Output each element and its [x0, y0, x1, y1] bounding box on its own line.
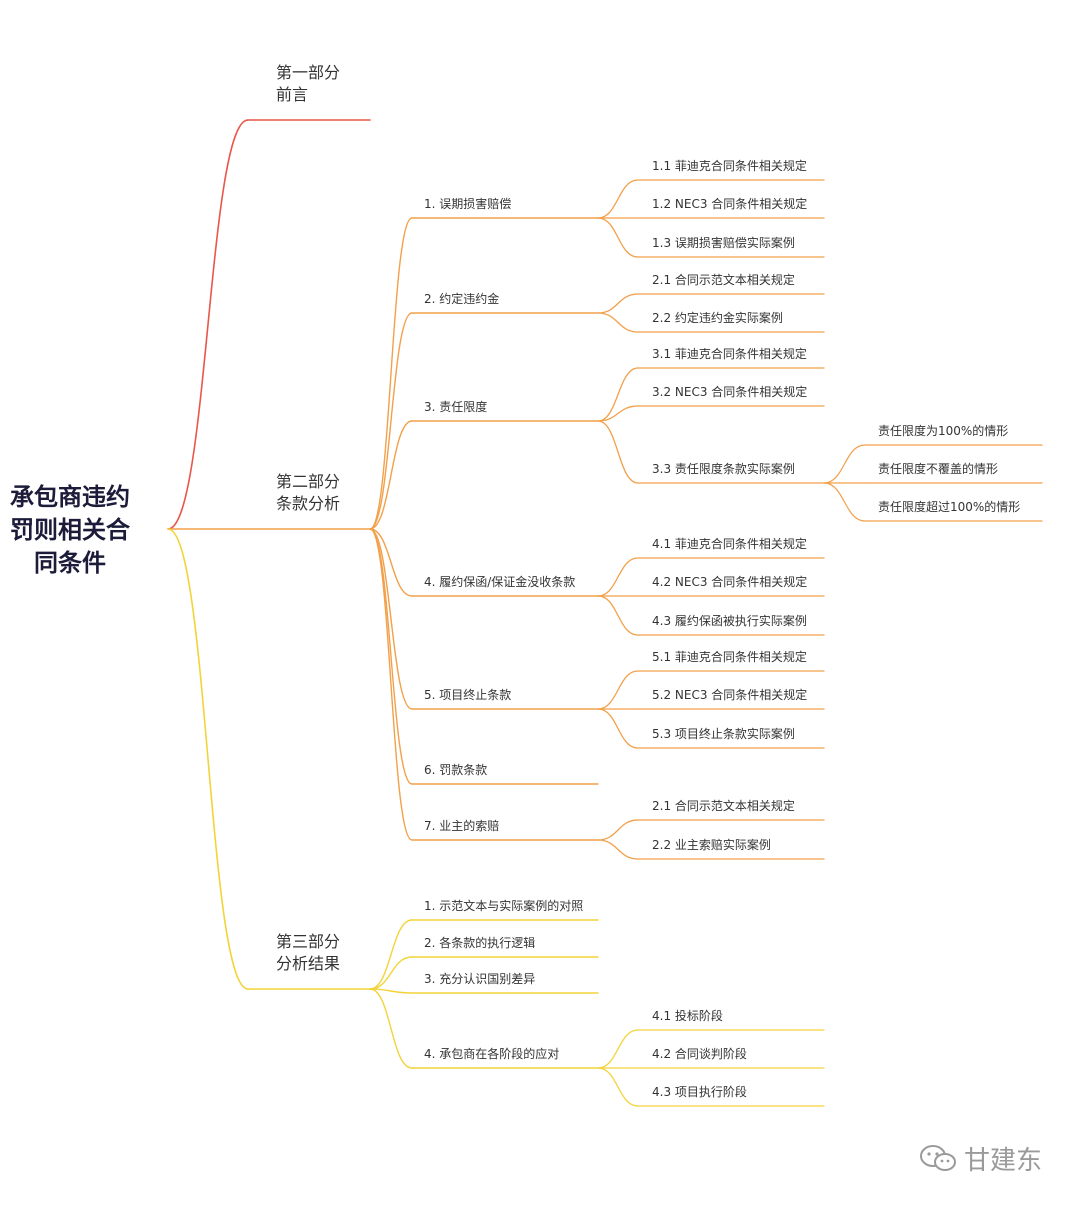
node-label: 2.2 业主索赔实际案例	[652, 837, 771, 852]
branch-connector	[369, 217, 413, 530]
node-label: 2.1 合同示范文本相关规定	[652, 798, 795, 813]
branch-connector	[369, 528, 413, 785]
node-label: 3.1 菲迪克合同条件相关规定	[652, 346, 807, 361]
branch-connector	[597, 367, 639, 422]
branch-connector	[167, 528, 249, 990]
branch-connector	[823, 444, 866, 484]
node-label: 1.3 误期损害赔偿实际案例	[652, 235, 795, 250]
node-label: 6. 罚款条款	[424, 763, 487, 777]
branch-connector	[167, 119, 249, 530]
watermark-text: 甘建东	[964, 1145, 1043, 1176]
node-label: 5. 项目终止条款	[424, 687, 511, 702]
node-label: 责任限度超过100%的情形	[878, 499, 1020, 514]
node-label: 责任限度为100%的情形	[878, 423, 1008, 438]
branch-connector	[597, 420, 639, 484]
node-label: 2.1 合同示范文本相关规定	[652, 272, 795, 287]
wechat-icon	[920, 1145, 956, 1171]
branch-connector	[369, 988, 413, 1069]
branch-connector	[369, 988, 413, 994]
node-label: 3.3 责任限度条款实际案例	[652, 461, 795, 476]
root-label-line: 同条件	[34, 549, 106, 577]
branch-connector	[369, 528, 413, 710]
node-label: 4. 承包商在各阶段的应对	[424, 1046, 559, 1061]
branch-connector	[597, 1029, 639, 1069]
node-label: 责任限度不覆盖的情形	[878, 461, 998, 476]
part-title-line: 前言	[276, 85, 308, 104]
part-title-line: 第三部分	[276, 932, 340, 951]
branch-connector	[597, 819, 639, 841]
branch-connector	[597, 312, 639, 333]
branch-connector	[597, 557, 639, 597]
branch-connector	[597, 670, 639, 710]
branch-connector	[369, 420, 413, 530]
node-label: 3.2 NEC3 合同条件相关规定	[652, 384, 807, 399]
branch-connector	[597, 293, 639, 314]
branch-connector	[597, 405, 639, 422]
node-label: 1.1 菲迪克合同条件相关规定	[652, 158, 807, 173]
part-title-line: 分析结果	[276, 954, 340, 973]
node-label: 1. 误期损害赔偿	[424, 196, 511, 211]
branch-connector	[597, 179, 639, 219]
node-label: 3. 责任限度	[424, 399, 487, 414]
part-title-line: 条款分析	[276, 494, 340, 513]
node-label: 2. 各条款的执行逻辑	[424, 935, 535, 950]
watermark: 甘建东	[918, 1140, 1042, 1176]
branch-connector	[597, 595, 639, 636]
branch-connector	[597, 839, 639, 860]
root-label-line: 罚则相关合	[10, 516, 131, 544]
node-label: 3. 充分认识国别差异	[424, 971, 535, 986]
node-label: 4.2 合同谈判阶段	[652, 1046, 747, 1061]
node-label: 4.3 履约保函被执行实际案例	[652, 613, 807, 628]
node-label: 2. 约定违约金	[424, 291, 499, 306]
node-label: 2.2 约定违约金实际案例	[652, 310, 783, 325]
node-label: 4.2 NEC3 合同条件相关规定	[652, 574, 807, 589]
branch-connector	[369, 528, 413, 841]
branch-connector	[597, 217, 639, 258]
branch-connector	[823, 482, 866, 522]
branch-connector	[597, 708, 639, 749]
node-label: 5.1 菲迪克合同条件相关规定	[652, 649, 807, 664]
part-title-line: 第一部分	[276, 63, 340, 82]
node-label: 4.1 菲迪克合同条件相关规定	[652, 536, 807, 551]
node-label: 4. 履约保函/保证金没收条款	[424, 574, 575, 589]
node-label: 5.3 项目终止条款实际案例	[652, 726, 795, 741]
branch-connector	[369, 528, 413, 597]
branch-connector	[369, 312, 413, 530]
branch-connector	[369, 956, 413, 990]
root-label-line: 承包商违约	[10, 483, 130, 511]
branch-connector	[369, 919, 413, 990]
part-title-line: 第二部分	[276, 472, 340, 491]
node-label: 7. 业主的索赔	[424, 818, 499, 833]
node-label: 4.3 项目执行阶段	[652, 1084, 747, 1099]
node-label: 5.2 NEC3 合同条件相关规定	[652, 687, 807, 702]
node-label: 1. 示范文本与实际案例的对照	[424, 898, 583, 913]
node-label: 4.1 投标阶段	[652, 1008, 723, 1023]
node-label: 1.2 NEC3 合同条件相关规定	[652, 196, 807, 211]
branch-connector	[597, 1067, 639, 1107]
